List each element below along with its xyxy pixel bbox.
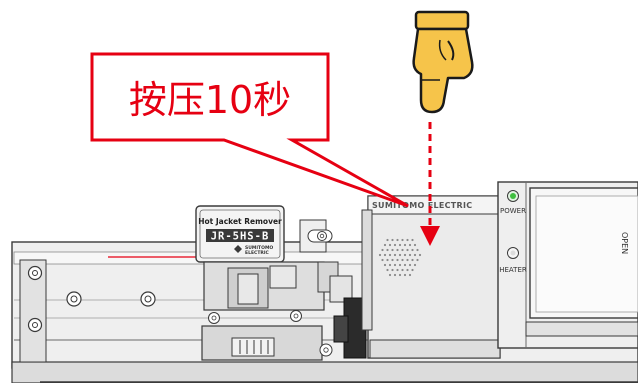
vent-hole (398, 243, 402, 247)
heater-led-icon (507, 247, 519, 259)
vent-hole (383, 253, 387, 257)
vent-hole (408, 243, 412, 247)
vent-hole (393, 243, 397, 247)
pointing-hand-icon (412, 10, 474, 114)
remover-screw (208, 312, 220, 324)
vent-hole (388, 263, 392, 267)
remover-brand-line1: SUMITOMO (245, 245, 273, 251)
vent-hole (406, 268, 409, 272)
vent-hole (393, 253, 397, 257)
remover-model: JR-5HS-B (211, 231, 270, 243)
power-label: POWER (500, 207, 526, 215)
vent-hole (386, 268, 389, 272)
rail-screw (140, 291, 156, 307)
heater-label: HEATER (499, 266, 527, 274)
vent-hole (401, 268, 404, 272)
vent-hole (388, 253, 392, 257)
vent-hole (401, 238, 404, 242)
vent-hole (408, 263, 412, 267)
remover-screw (317, 231, 327, 241)
vent-hole (381, 258, 384, 262)
vent-hole (413, 263, 417, 267)
vent-hole (416, 258, 419, 262)
vent-hole (396, 258, 399, 262)
vent-hole (388, 243, 392, 247)
rail-screw (27, 317, 43, 333)
vent-hole (413, 253, 417, 257)
vent-hole (408, 253, 412, 257)
open-label: OPEN (620, 232, 629, 254)
unit-brand: SUMITOMO ELECTRIC (372, 201, 472, 210)
sumitomo-logo-icon (234, 245, 242, 253)
vent-hole (418, 253, 422, 257)
vent-hole (386, 258, 389, 262)
remover-screw (290, 310, 302, 322)
vent-hole (378, 253, 382, 257)
vent-hole (386, 248, 389, 252)
press-arrow (420, 122, 440, 246)
vent-hole (386, 238, 389, 242)
vent-hole (401, 258, 404, 262)
vent-hole (391, 268, 394, 272)
remover-screw (319, 343, 333, 357)
vent-hole (396, 248, 399, 252)
remover-brand-line2: ELECTRIC (245, 250, 270, 256)
vent-hole (403, 253, 407, 257)
vent-hole (388, 273, 392, 277)
vent-hole (403, 273, 407, 277)
vent-hole (398, 273, 402, 277)
vent-hole (396, 268, 399, 272)
heater-unit: SUMITOMO ELECTRIC (361, 195, 501, 359)
vent-hole (391, 238, 394, 242)
vent-hole (393, 263, 397, 267)
power-led-icon (507, 190, 519, 202)
rail-screw (66, 291, 82, 307)
vent-hole (403, 263, 407, 267)
vent-hole (406, 238, 409, 242)
vent-hole (383, 263, 387, 267)
vent-hole (403, 243, 407, 247)
vent-hole (411, 258, 414, 262)
vent-hole (411, 238, 414, 242)
vent-holes (378, 238, 422, 277)
callout: 按压10秒 (90, 52, 409, 208)
vent-hole (411, 248, 414, 252)
vent-hole (383, 243, 387, 247)
vent-hole (406, 248, 409, 252)
vent-hole (398, 263, 402, 267)
vent-hole (391, 248, 394, 252)
remover-title: Hot Jacket Remover (198, 217, 282, 226)
vent-hole (381, 248, 384, 252)
vent-hole (413, 243, 417, 247)
rail-screw (27, 265, 43, 281)
vent-hole (408, 273, 412, 277)
vent-hole (398, 253, 402, 257)
callout-text: 按压10秒 (129, 78, 291, 122)
jacket-remover-head: Hot Jacket Remover JR-5HS-B SUMITOMO ELE… (195, 205, 285, 263)
remover-body (201, 219, 367, 361)
vent-hole (391, 258, 394, 262)
vent-hole (401, 248, 404, 252)
vent-hole (396, 238, 399, 242)
vent-hole (393, 273, 397, 277)
vent-hole (406, 258, 409, 262)
vent-hole (411, 268, 414, 272)
heater-lid (529, 187, 638, 319)
vent-hole (416, 248, 419, 252)
